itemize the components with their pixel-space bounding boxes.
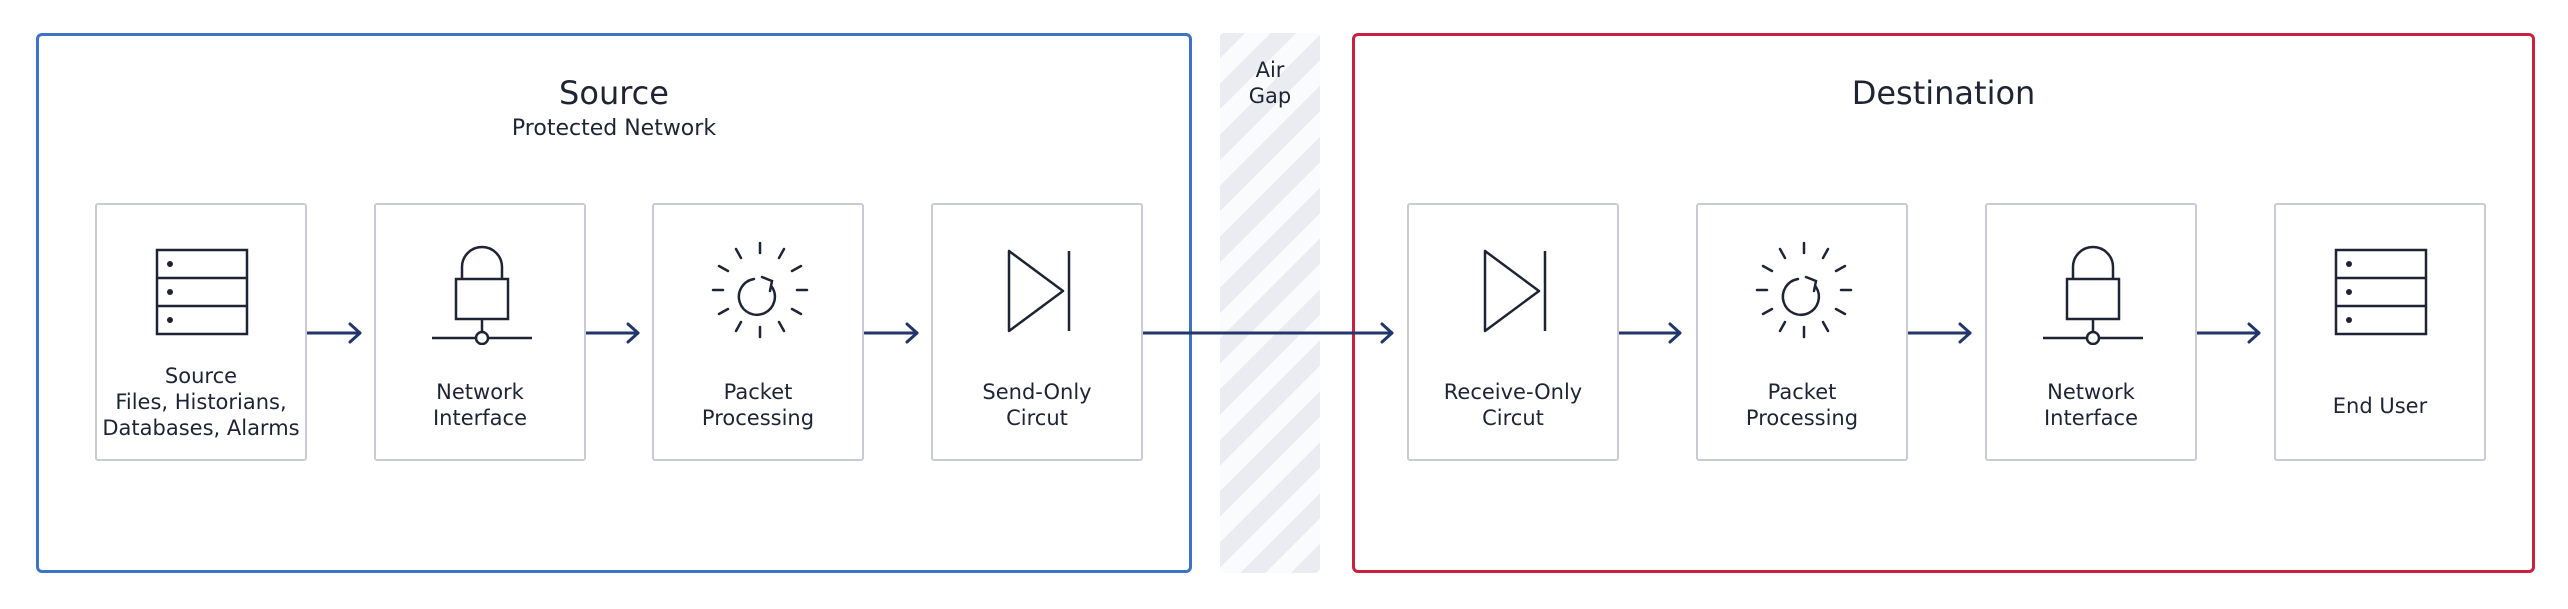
diode-icon: [1483, 249, 1547, 333]
air-gap-label: Air Gap: [1248, 58, 1292, 108]
destination-step-packet-processing: Packet Processing: [1696, 203, 1908, 461]
source-step-packet-processing: Packet Processing: [652, 203, 864, 461]
server-icon: [2334, 248, 2428, 336]
source-step-send-only: Send-Only Circut: [931, 203, 1143, 461]
arrow-cross-gap: [1141, 322, 1394, 344]
source-step-network-interface: Network Interface: [374, 203, 586, 461]
arrow-2: [584, 322, 640, 344]
arrow-1: [305, 322, 362, 344]
step-label: Packet Processing: [1745, 380, 1859, 430]
destination-title: Destination: [1851, 74, 2036, 112]
destination-step-network-interface: Network Interface: [1985, 203, 2197, 461]
step-label: Network Interface: [2043, 380, 2139, 430]
source-step-files: Source Files, Historians, Databases, Ala…: [95, 203, 307, 461]
destination-step-receive-only: Receive-Only Circut: [1407, 203, 1619, 461]
server-icon: [155, 248, 249, 336]
arrow-6: [2195, 322, 2261, 344]
arrow-3: [863, 322, 919, 344]
destination-step-end-user: End User: [2274, 203, 2486, 461]
air-gap: Air Gap: [1220, 33, 1320, 573]
step-label: Source Files, Historians, Databases, Ala…: [102, 364, 300, 440]
step-label: End User: [2332, 394, 2428, 418]
source-subtitle: Protected Network: [511, 116, 717, 141]
step-label: Receive-Only Circut: [1443, 380, 1583, 430]
arrow-5: [1906, 322, 1972, 344]
diode-icon: [1007, 249, 1071, 333]
step-label: Network Interface: [432, 380, 528, 430]
padlock-network-icon: [2043, 245, 2143, 345]
processing-icon: [711, 241, 809, 339]
step-label: Packet Processing: [701, 380, 815, 430]
step-label: Send-Only Circut: [982, 380, 1092, 430]
source-title: Source: [559, 74, 669, 112]
arrow-4: [1616, 322, 1682, 344]
processing-icon: [1755, 241, 1853, 339]
padlock-network-icon: [432, 245, 532, 345]
